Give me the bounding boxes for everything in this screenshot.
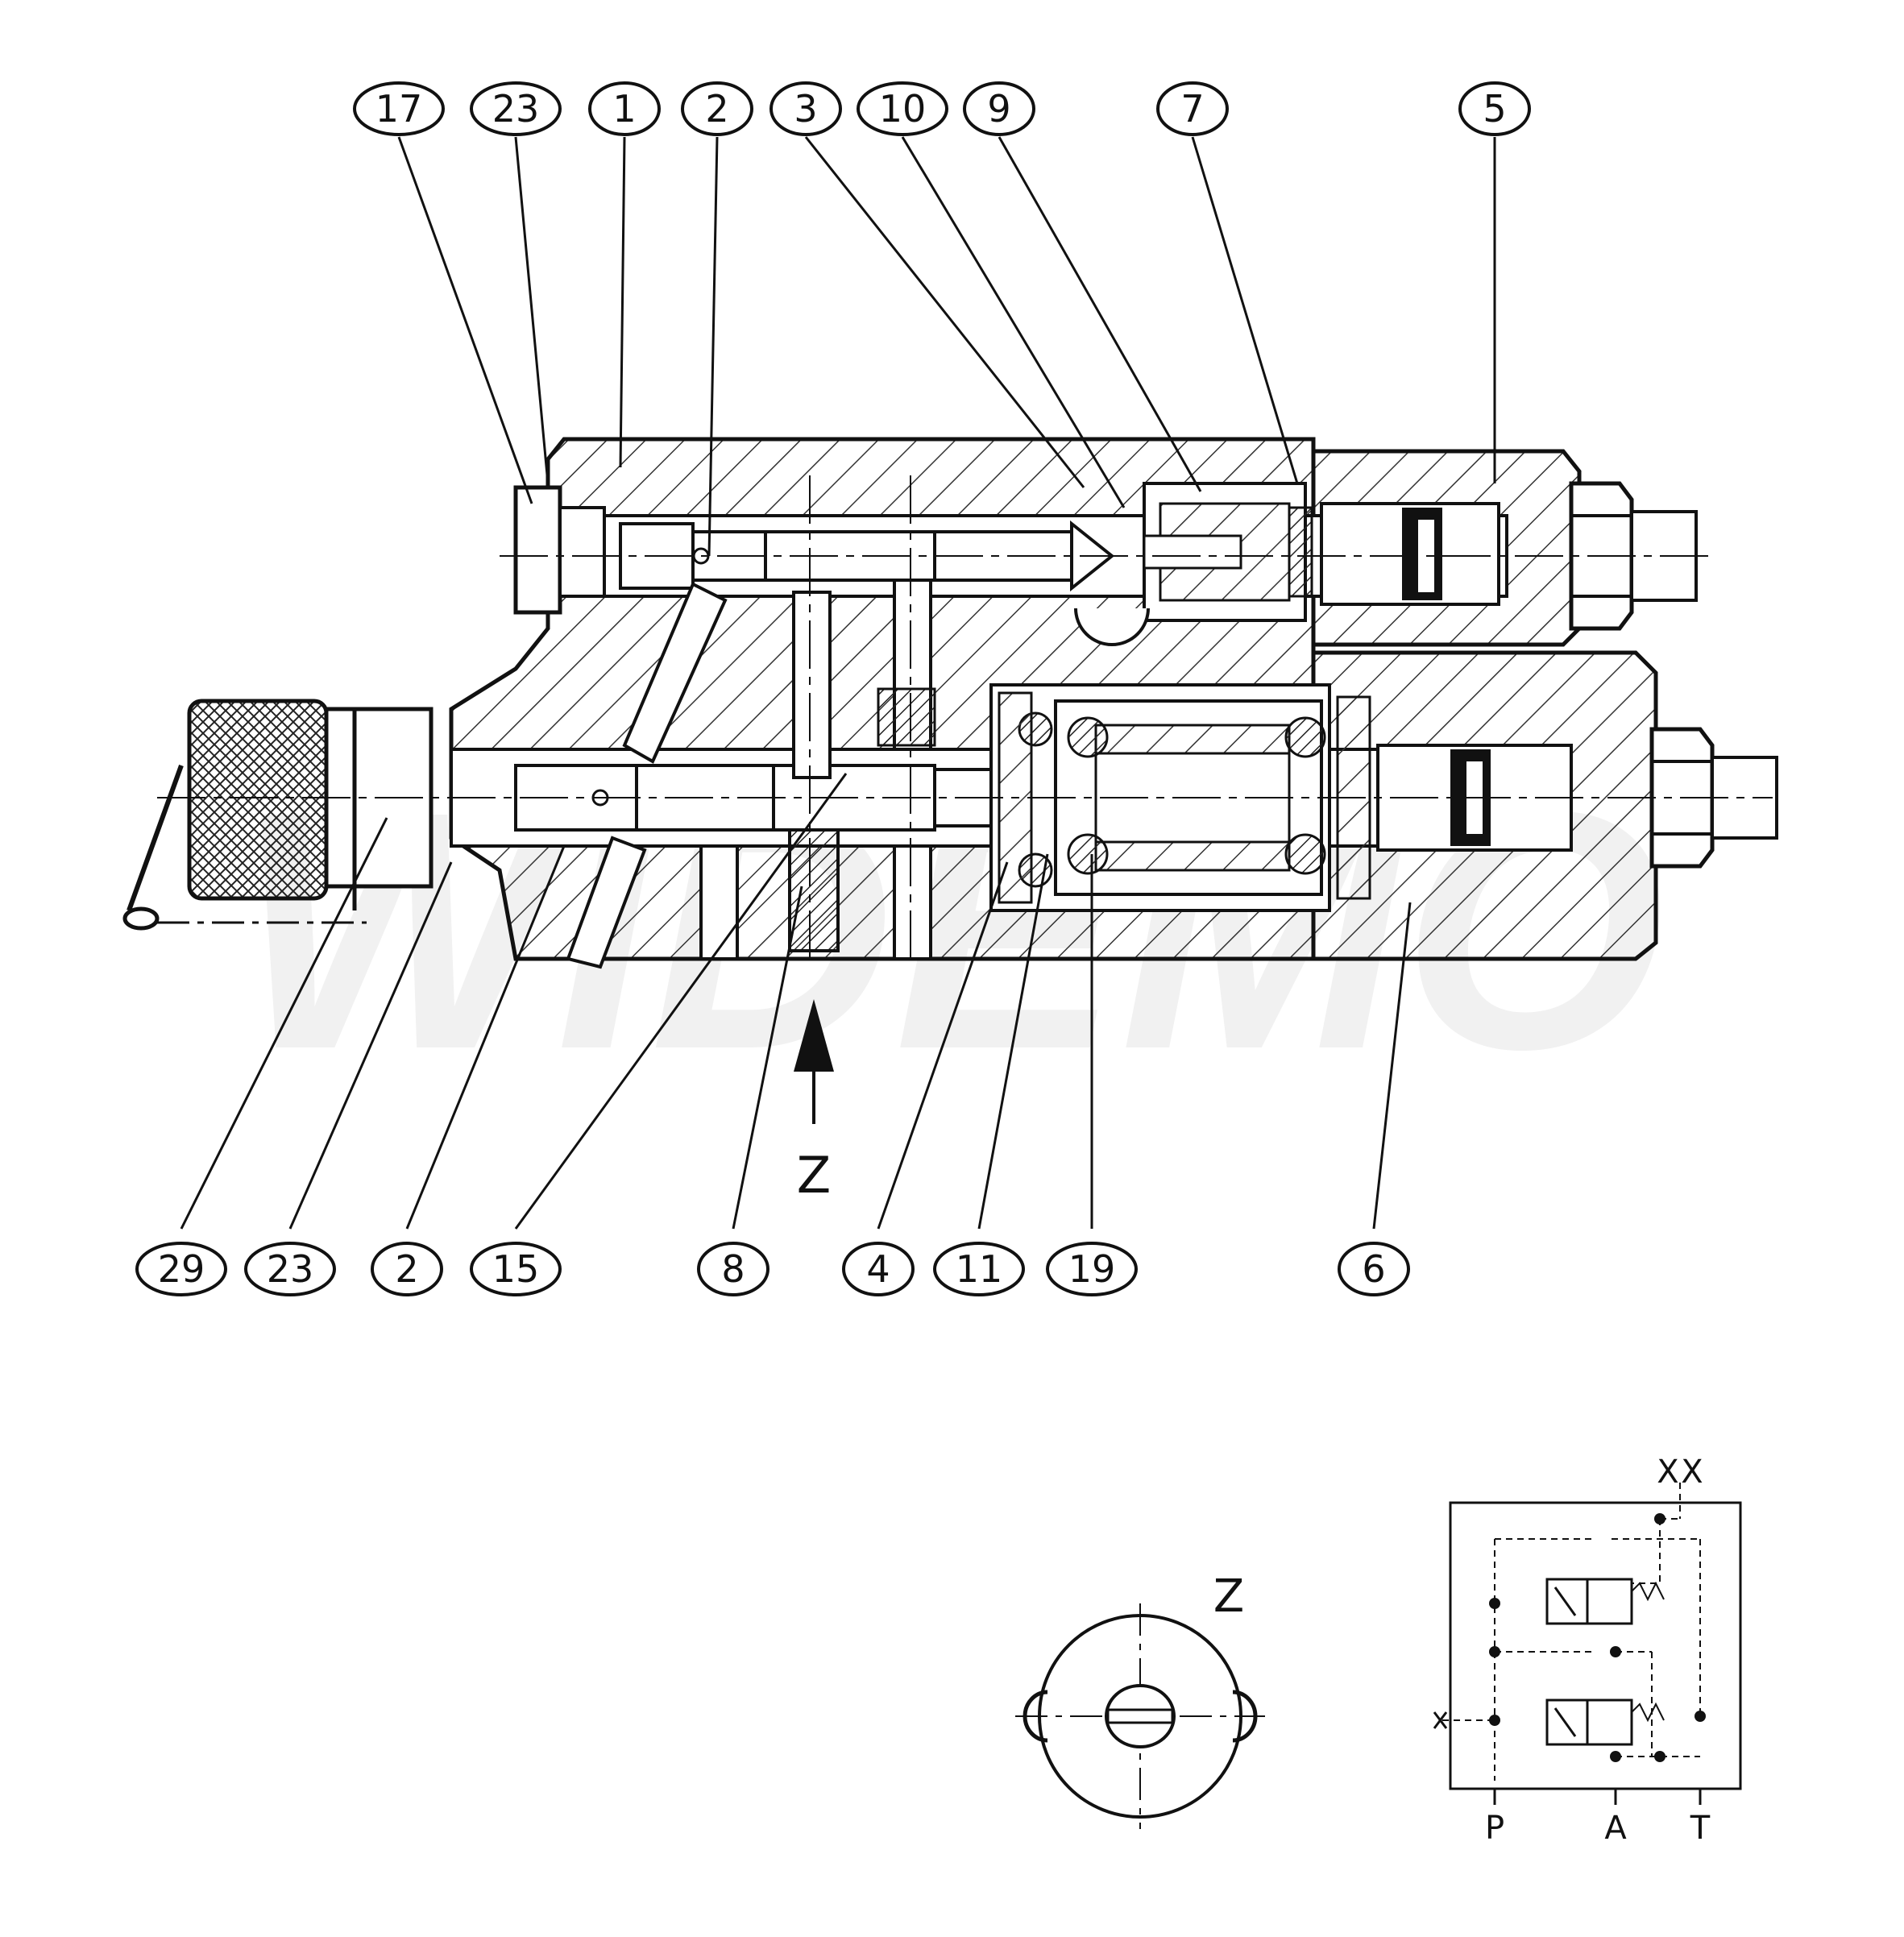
svg-text:2: 2 — [705, 87, 728, 131]
centerlines — [157, 475, 1773, 967]
svg-text:4: 4 — [866, 1247, 890, 1291]
svg-text:17: 17 — [375, 87, 423, 131]
callout-7: 7 — [1156, 81, 1229, 136]
svg-text:15: 15 — [492, 1247, 540, 1291]
callout-23: 23 — [470, 81, 562, 136]
svg-text:X: X — [1657, 1454, 1678, 1491]
callout-10: 10 — [857, 81, 948, 136]
svg-text:1: 1 — [612, 87, 636, 131]
svg-text:29: 29 — [158, 1247, 205, 1291]
callout-6: 6 — [1338, 1242, 1410, 1296]
hydraulic-schematic: X X P A T — [1433, 1454, 1742, 1847]
callout-29: 29 — [135, 1242, 227, 1296]
top-callouts: 17 23 1 2 3 10 9 7 5 — [353, 81, 1531, 136]
svg-text:T: T — [1690, 1810, 1711, 1847]
bottom-callouts: 29 23 2 15 8 4 11 19 6 — [135, 1242, 1410, 1296]
svg-text:8: 8 — [721, 1247, 745, 1291]
svg-text:10: 10 — [879, 87, 927, 131]
callout-19: 19 — [1046, 1242, 1138, 1296]
internal-channels — [566, 579, 1150, 969]
svg-text:Z: Z — [1213, 1570, 1244, 1623]
svg-text:P: P — [1485, 1810, 1504, 1847]
callout-23-bottom: 23 — [244, 1242, 336, 1296]
svg-text:A: A — [1604, 1810, 1627, 1847]
lower-spool-bore — [450, 683, 1778, 912]
svg-text:19: 19 — [1068, 1247, 1116, 1291]
detail-view-z: Z — [1015, 1570, 1265, 1829]
svg-text:5: 5 — [1483, 87, 1506, 131]
view-arrow-z: Z — [794, 999, 834, 1205]
svg-text:2: 2 — [395, 1247, 418, 1291]
callout-4: 4 — [842, 1242, 915, 1296]
callout-15: 15 — [470, 1242, 562, 1296]
callout-2-bottom: 2 — [371, 1242, 443, 1296]
callout-2: 2 — [681, 81, 753, 136]
leader-lines — [180, 136, 1496, 1230]
svg-text:9: 9 — [987, 87, 1010, 131]
svg-text:3: 3 — [794, 87, 817, 131]
callout-8: 8 — [697, 1242, 769, 1296]
svg-text:X: X — [1681, 1454, 1703, 1491]
callout-17: 17 — [353, 81, 445, 136]
callout-9: 9 — [963, 81, 1035, 136]
svg-text:23: 23 — [492, 87, 540, 131]
svg-text:Z: Z — [797, 1146, 831, 1205]
callout-11: 11 — [933, 1242, 1025, 1296]
callout-5: 5 — [1458, 81, 1531, 136]
callout-1: 1 — [588, 81, 661, 136]
callout-3: 3 — [769, 81, 842, 136]
svg-text:23: 23 — [267, 1247, 314, 1291]
svg-text:7: 7 — [1180, 87, 1204, 131]
svg-text:6: 6 — [1362, 1247, 1385, 1291]
svg-text:11: 11 — [956, 1247, 1003, 1291]
